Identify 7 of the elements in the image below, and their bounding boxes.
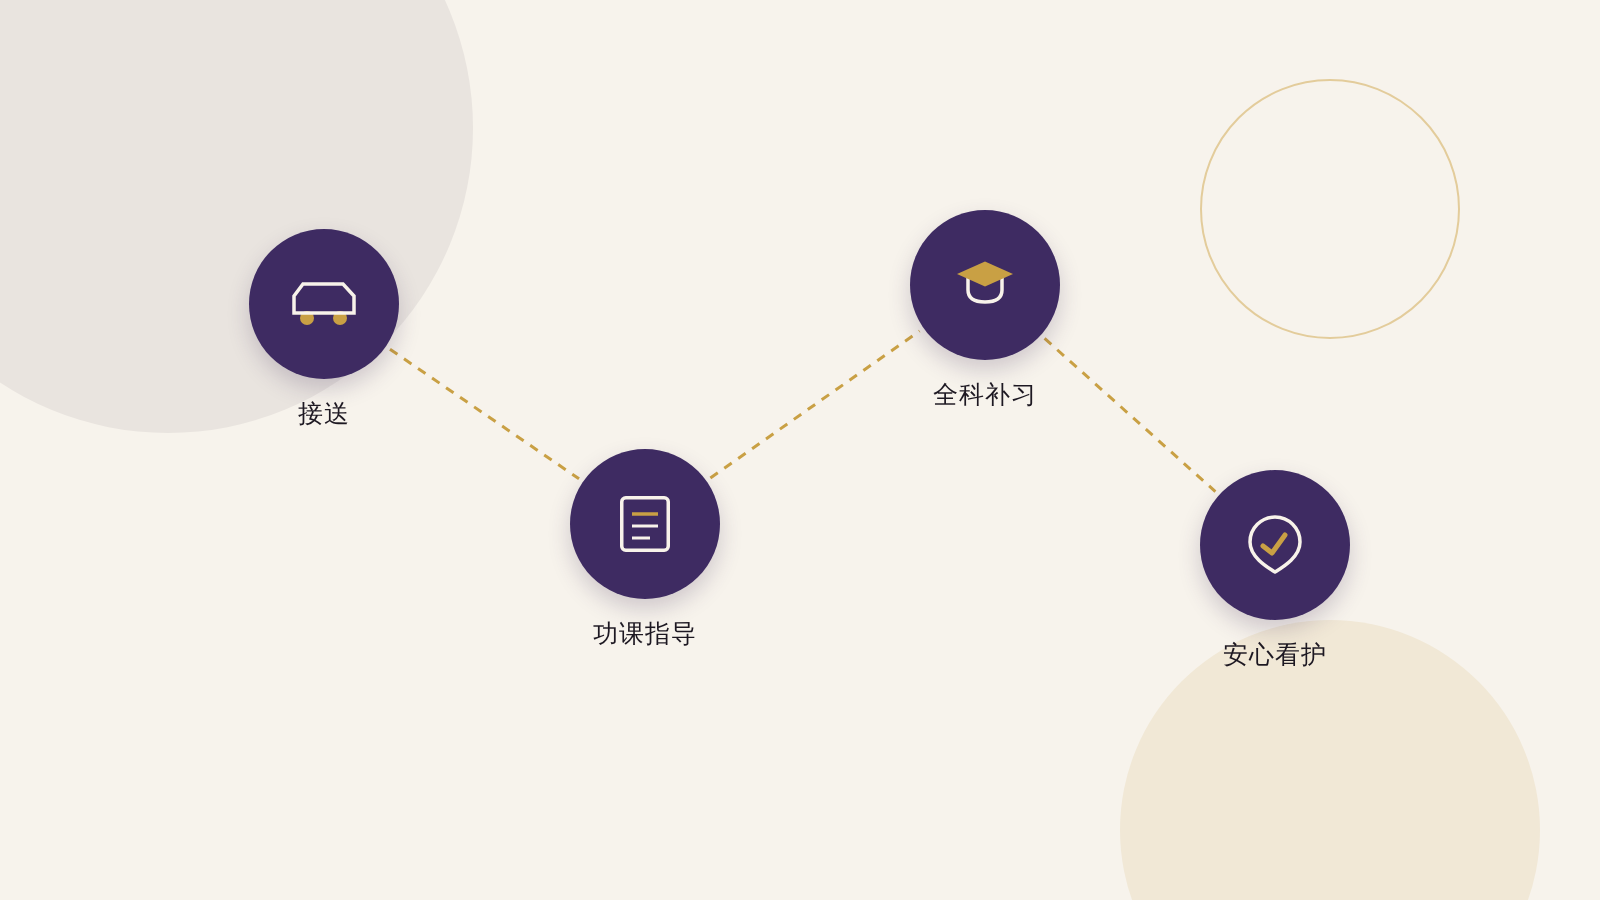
dashed-connector [709, 329, 921, 480]
dashed-connector [1043, 337, 1217, 493]
dashed-connector [389, 347, 580, 481]
service-label: 安心看护 [1223, 640, 1327, 670]
service-label: 全科补习 [933, 380, 1037, 410]
service-label: 功课指导 [593, 619, 697, 649]
service-label: 接送 [298, 399, 350, 429]
